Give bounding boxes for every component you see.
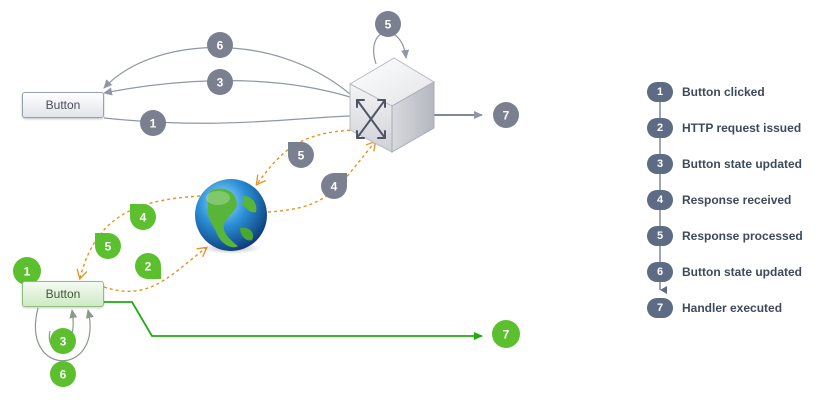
svg-text:2: 2 <box>145 260 152 274</box>
legend-label: HTTP request issued <box>682 121 802 135</box>
legend-item-2: 2 HTTP request issued <box>644 118 814 138</box>
legend-badge: 3 <box>647 154 673 174</box>
legend-badge: 5 <box>647 226 673 246</box>
edge-server-self-loop <box>373 31 410 65</box>
legend-label: Button state updated <box>682 157 802 171</box>
svg-text:3: 3 <box>60 335 67 349</box>
legend: 1 Button clicked 2 HTTP request issued 3… <box>644 78 814 324</box>
svg-text:6: 6 <box>217 39 224 53</box>
legend-label: Button clicked <box>682 85 765 99</box>
svg-text:4: 4 <box>331 180 338 194</box>
server-switch-icon <box>348 57 435 153</box>
gray-badge-1: 1 <box>140 110 166 136</box>
green-badge-7: 7 <box>492 320 520 348</box>
green-badge-6: 6 <box>50 361 76 387</box>
edge-server-to-globe <box>255 129 357 186</box>
legend-item-5: 5 Response processed <box>644 226 814 246</box>
svg-text:7: 7 <box>503 328 510 342</box>
green-drop-badge-2: 2 <box>135 253 161 279</box>
gray-step-badges: 6 3 1 5 7 <box>140 11 519 136</box>
gray-badge-3: 3 <box>207 69 233 95</box>
top-button[interactable]: Button <box>22 92 104 118</box>
legend-item-7: 7 Handler executed <box>644 298 814 318</box>
gray-drop-badge-4: 4 <box>321 173 347 199</box>
gray-badge-5-loop: 5 <box>375 11 401 37</box>
gray-badge-6: 6 <box>207 32 233 58</box>
gray-drop-badges: 5 4 <box>287 141 347 199</box>
svg-text:1: 1 <box>150 117 157 131</box>
svg-text:5: 5 <box>298 149 305 163</box>
svg-text:3: 3 <box>217 76 224 90</box>
legend-badge: 7 <box>647 298 673 318</box>
edge-button-self-loop-outer <box>35 307 94 362</box>
svg-text:5: 5 <box>385 18 392 32</box>
green-badge-3: 3 <box>50 328 76 354</box>
green-drop-badges: 4 5 2 <box>95 204 161 279</box>
green-step-badges: 1 3 6 7 <box>13 257 520 387</box>
svg-text:6: 6 <box>60 368 67 382</box>
edge-globe-to-button <box>76 195 201 281</box>
legend-item-1: 1 Button clicked <box>644 82 814 102</box>
edge-request-to-globe <box>103 246 208 292</box>
legend-badge: 4 <box>647 190 673 210</box>
legend-badge: 1 <box>647 82 673 102</box>
globe-icon <box>195 179 267 254</box>
gray-drop-badge-5: 5 <box>287 141 314 168</box>
svg-text:7: 7 <box>503 109 510 123</box>
green-flow-edges <box>35 301 483 362</box>
green-drop-badge-5: 5 <box>95 233 121 259</box>
svg-text:4: 4 <box>140 211 147 225</box>
green-drop-badge-4: 4 <box>130 204 156 230</box>
legend-label: Button state updated <box>682 265 802 279</box>
gray-badge-7: 7 <box>493 102 519 128</box>
legend-item-6: 6 Button state updated <box>644 262 814 282</box>
network-flow-edges <box>76 129 377 292</box>
svg-text:1: 1 <box>24 265 31 279</box>
legend-item-4: 4 Response received <box>644 190 814 210</box>
svg-text:5: 5 <box>105 240 112 254</box>
legend-badge: 2 <box>647 118 673 138</box>
legend-label: Response received <box>682 193 792 207</box>
legend-badge: 6 <box>647 262 673 282</box>
legend-label: Handler executed <box>682 301 783 315</box>
edge-button-to-handler <box>104 301 483 340</box>
edge-globe-to-server <box>267 140 377 213</box>
bottom-button[interactable]: Button <box>22 281 104 307</box>
green-badge-1: 1 <box>13 257 41 285</box>
legend-item-3: 3 Button state updated <box>644 154 814 174</box>
legend-label: Response processed <box>682 229 803 243</box>
